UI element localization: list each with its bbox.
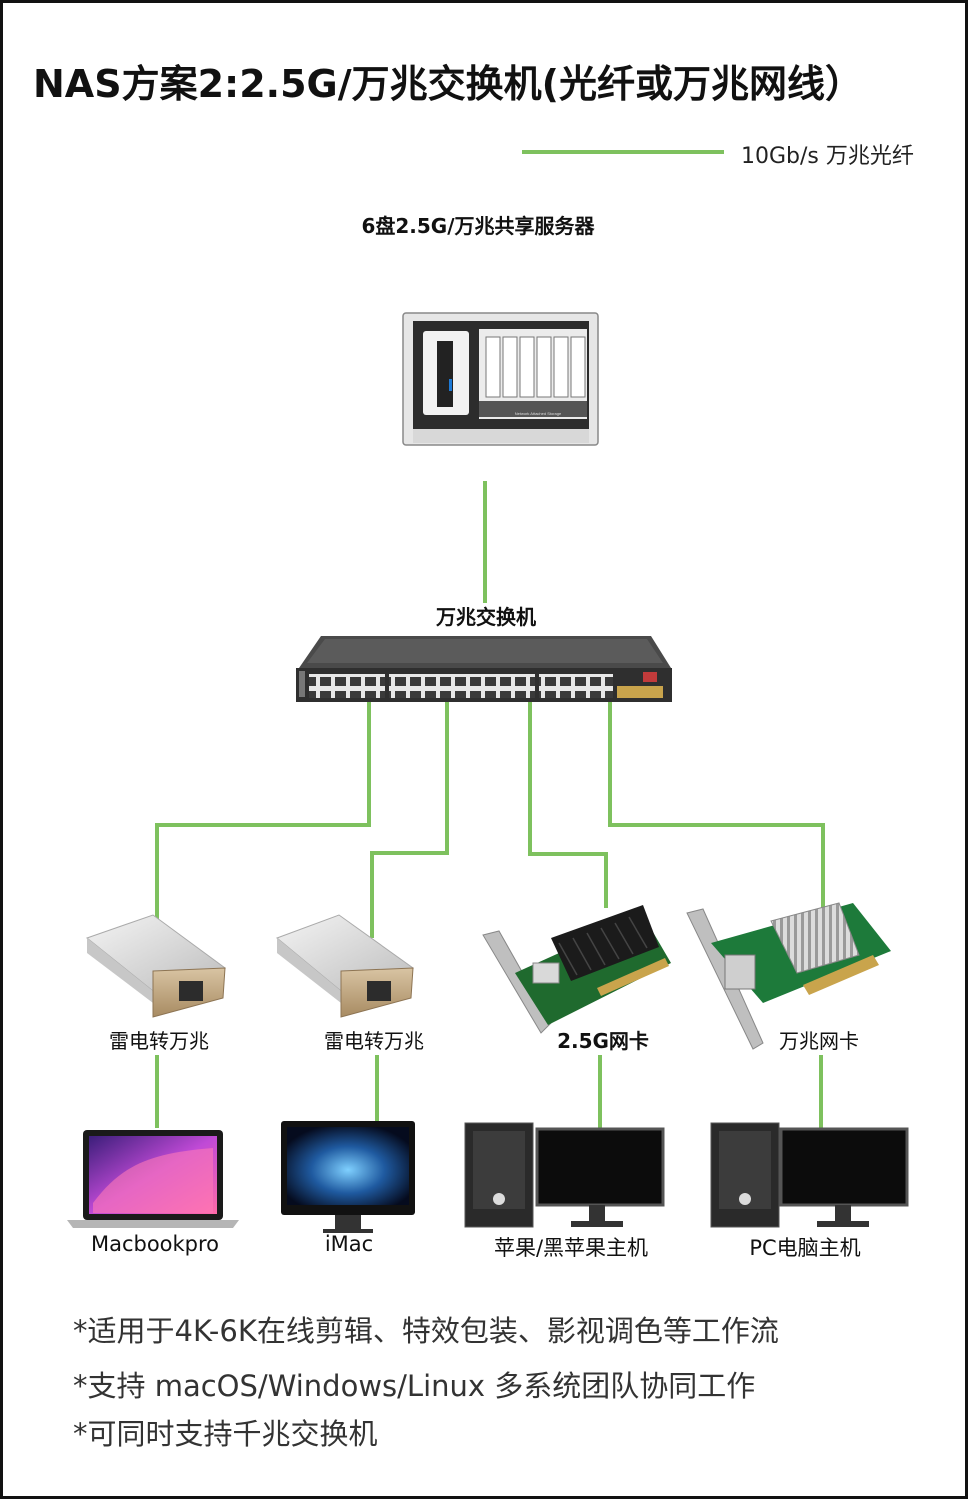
imac-image [281,1121,415,1233]
adapter-label-4: 万兆网卡 [779,1029,859,1053]
network-card-2-5g-image [482,905,671,1034]
desktop-pc-image-2 [710,1122,909,1228]
thunderbolt-adapter-image-1 [85,914,227,1018]
server-front-text: Network Attached Storage [515,411,562,416]
server-label: 6盘2.5G/万兆共享服务器 [361,214,595,238]
network-card-10g-image [686,902,891,1050]
computer-label-4: PC电脑主机 [749,1236,861,1260]
cable-switch-adapter-4 [608,701,825,908]
note-1: *适用于4K-6K在线剪辑、特效包装、影视调色等工作流 [73,1314,779,1348]
desktop-pc-image-1 [464,1122,665,1228]
cable-switch-adapter-2 [370,701,449,938]
adapter-label-3: 2.5G网卡 [557,1029,649,1053]
network-diagram: Network Attached Storage [67,312,909,1233]
legend-line [522,150,724,154]
legend-label: 10Gb/s 万兆光纤 [741,144,914,169]
nas-server-image: Network Attached Storage [402,312,599,446]
macbook-pro-image [67,1130,239,1228]
computer-label-3: 苹果/黑苹果主机 [493,1236,649,1260]
note-2: *支持 macOS/Windows/Linux 多系统团队协同工作 [73,1369,756,1403]
cable-switch-adapter-1 [155,701,371,921]
computer-label-2: iMac [324,1232,374,1256]
cable-switch-adapter-3 [528,701,608,908]
computer-label-1: Macbookpro [90,1232,220,1256]
adapter-label-2: 雷电转万兆 [324,1029,424,1053]
switch-label: 万兆交换机 [436,605,536,629]
thunderbolt-adapter-image-2 [276,914,415,1018]
adapter-label-1: 雷电转万兆 [109,1029,209,1053]
note-3: *可同时支持千兆交换机 [73,1417,378,1451]
diagram-title: NAS方案2:2.5G/万兆交换机(光纤或万兆网线） [33,62,863,106]
network-switch-image [296,636,672,702]
